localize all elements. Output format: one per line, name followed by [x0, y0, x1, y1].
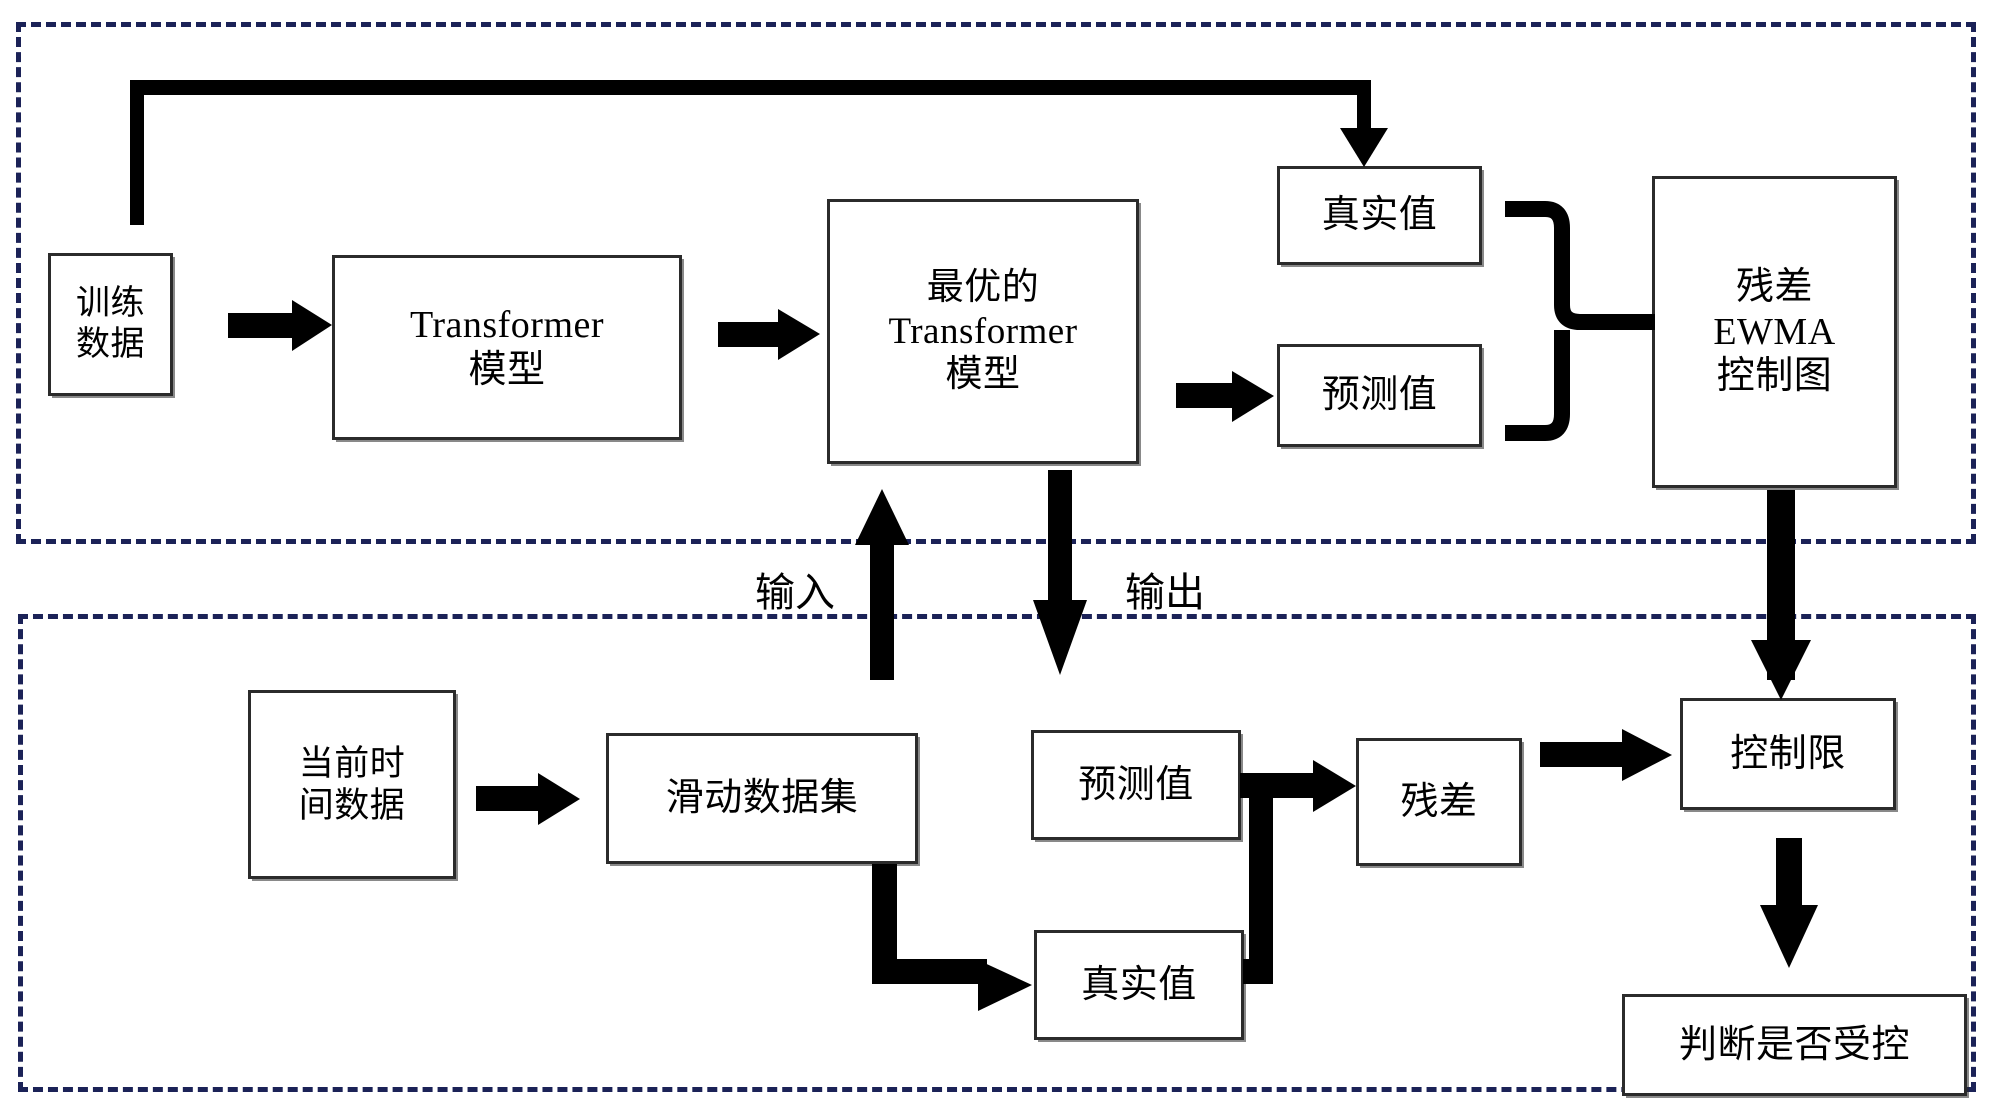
- node-residual-ewma-chart-line-2: 控制图: [1716, 355, 1833, 398]
- node-predicted-value-bottom-label: 预测值: [1078, 763, 1194, 806]
- node-best-transformer-model-line-0: 最优的: [926, 267, 1040, 309]
- node-training-data-line-0: 训练: [76, 285, 145, 323]
- node-true-value-bottom-label: 真实值: [1081, 963, 1197, 1006]
- group-frame-training-phase: [16, 22, 1976, 544]
- node-predicted-value-top[interactable]: 预测值: [1277, 344, 1482, 447]
- node-training-data-line-1: 数据: [76, 325, 145, 363]
- node-residual-label: 残差: [1400, 780, 1478, 823]
- node-current-time-data-line-1: 间数据: [298, 785, 406, 825]
- node-predicted-value-bottom[interactable]: 预测值: [1031, 730, 1241, 840]
- node-judge-in-control[interactable]: 判断是否受控: [1622, 994, 1967, 1096]
- node-control-limit-label: 控制限: [1730, 732, 1846, 775]
- edge-label-output: 输出: [1125, 570, 1205, 615]
- node-sliding-dataset-label: 滑动数据集: [665, 777, 859, 820]
- node-transformer-model[interactable]: Transformer 模型: [332, 255, 682, 440]
- node-current-time-data-line-0: 当前时: [298, 744, 406, 784]
- node-predicted-value-top-label: 预测值: [1321, 374, 1438, 417]
- node-current-time-data[interactable]: 当前时 间数据: [248, 690, 456, 879]
- node-residual-ewma-chart-line-1: EWMA: [1713, 310, 1836, 353]
- node-judge-in-control-label: 判断是否受控: [1678, 1023, 1910, 1066]
- node-true-value-top-label: 真实值: [1321, 194, 1438, 237]
- node-residual-ewma-chart-line-0: 残差: [1735, 265, 1813, 308]
- node-control-limit[interactable]: 控制限: [1680, 698, 1896, 810]
- node-transformer-model-line-1: 模型: [468, 348, 546, 391]
- edge-label-input: 输入: [755, 570, 835, 615]
- node-true-value-bottom[interactable]: 真实值: [1034, 930, 1244, 1040]
- node-best-transformer-model-line-2: 模型: [945, 354, 1021, 396]
- group-frame-monitoring-phase: [18, 614, 1976, 1092]
- node-training-data[interactable]: 训练 数据: [48, 253, 173, 396]
- node-true-value-top[interactable]: 真实值: [1277, 166, 1482, 265]
- node-sliding-dataset[interactable]: 滑动数据集: [606, 733, 918, 864]
- node-residual-ewma-chart[interactable]: 残差 EWMA 控制图: [1652, 176, 1897, 488]
- node-best-transformer-model[interactable]: 最优的 Transformer 模型: [827, 199, 1139, 464]
- node-transformer-model-line-0: Transformer: [409, 303, 605, 346]
- node-best-transformer-model-line-1: Transformer: [888, 310, 1078, 352]
- node-residual[interactable]: 残差: [1356, 738, 1522, 866]
